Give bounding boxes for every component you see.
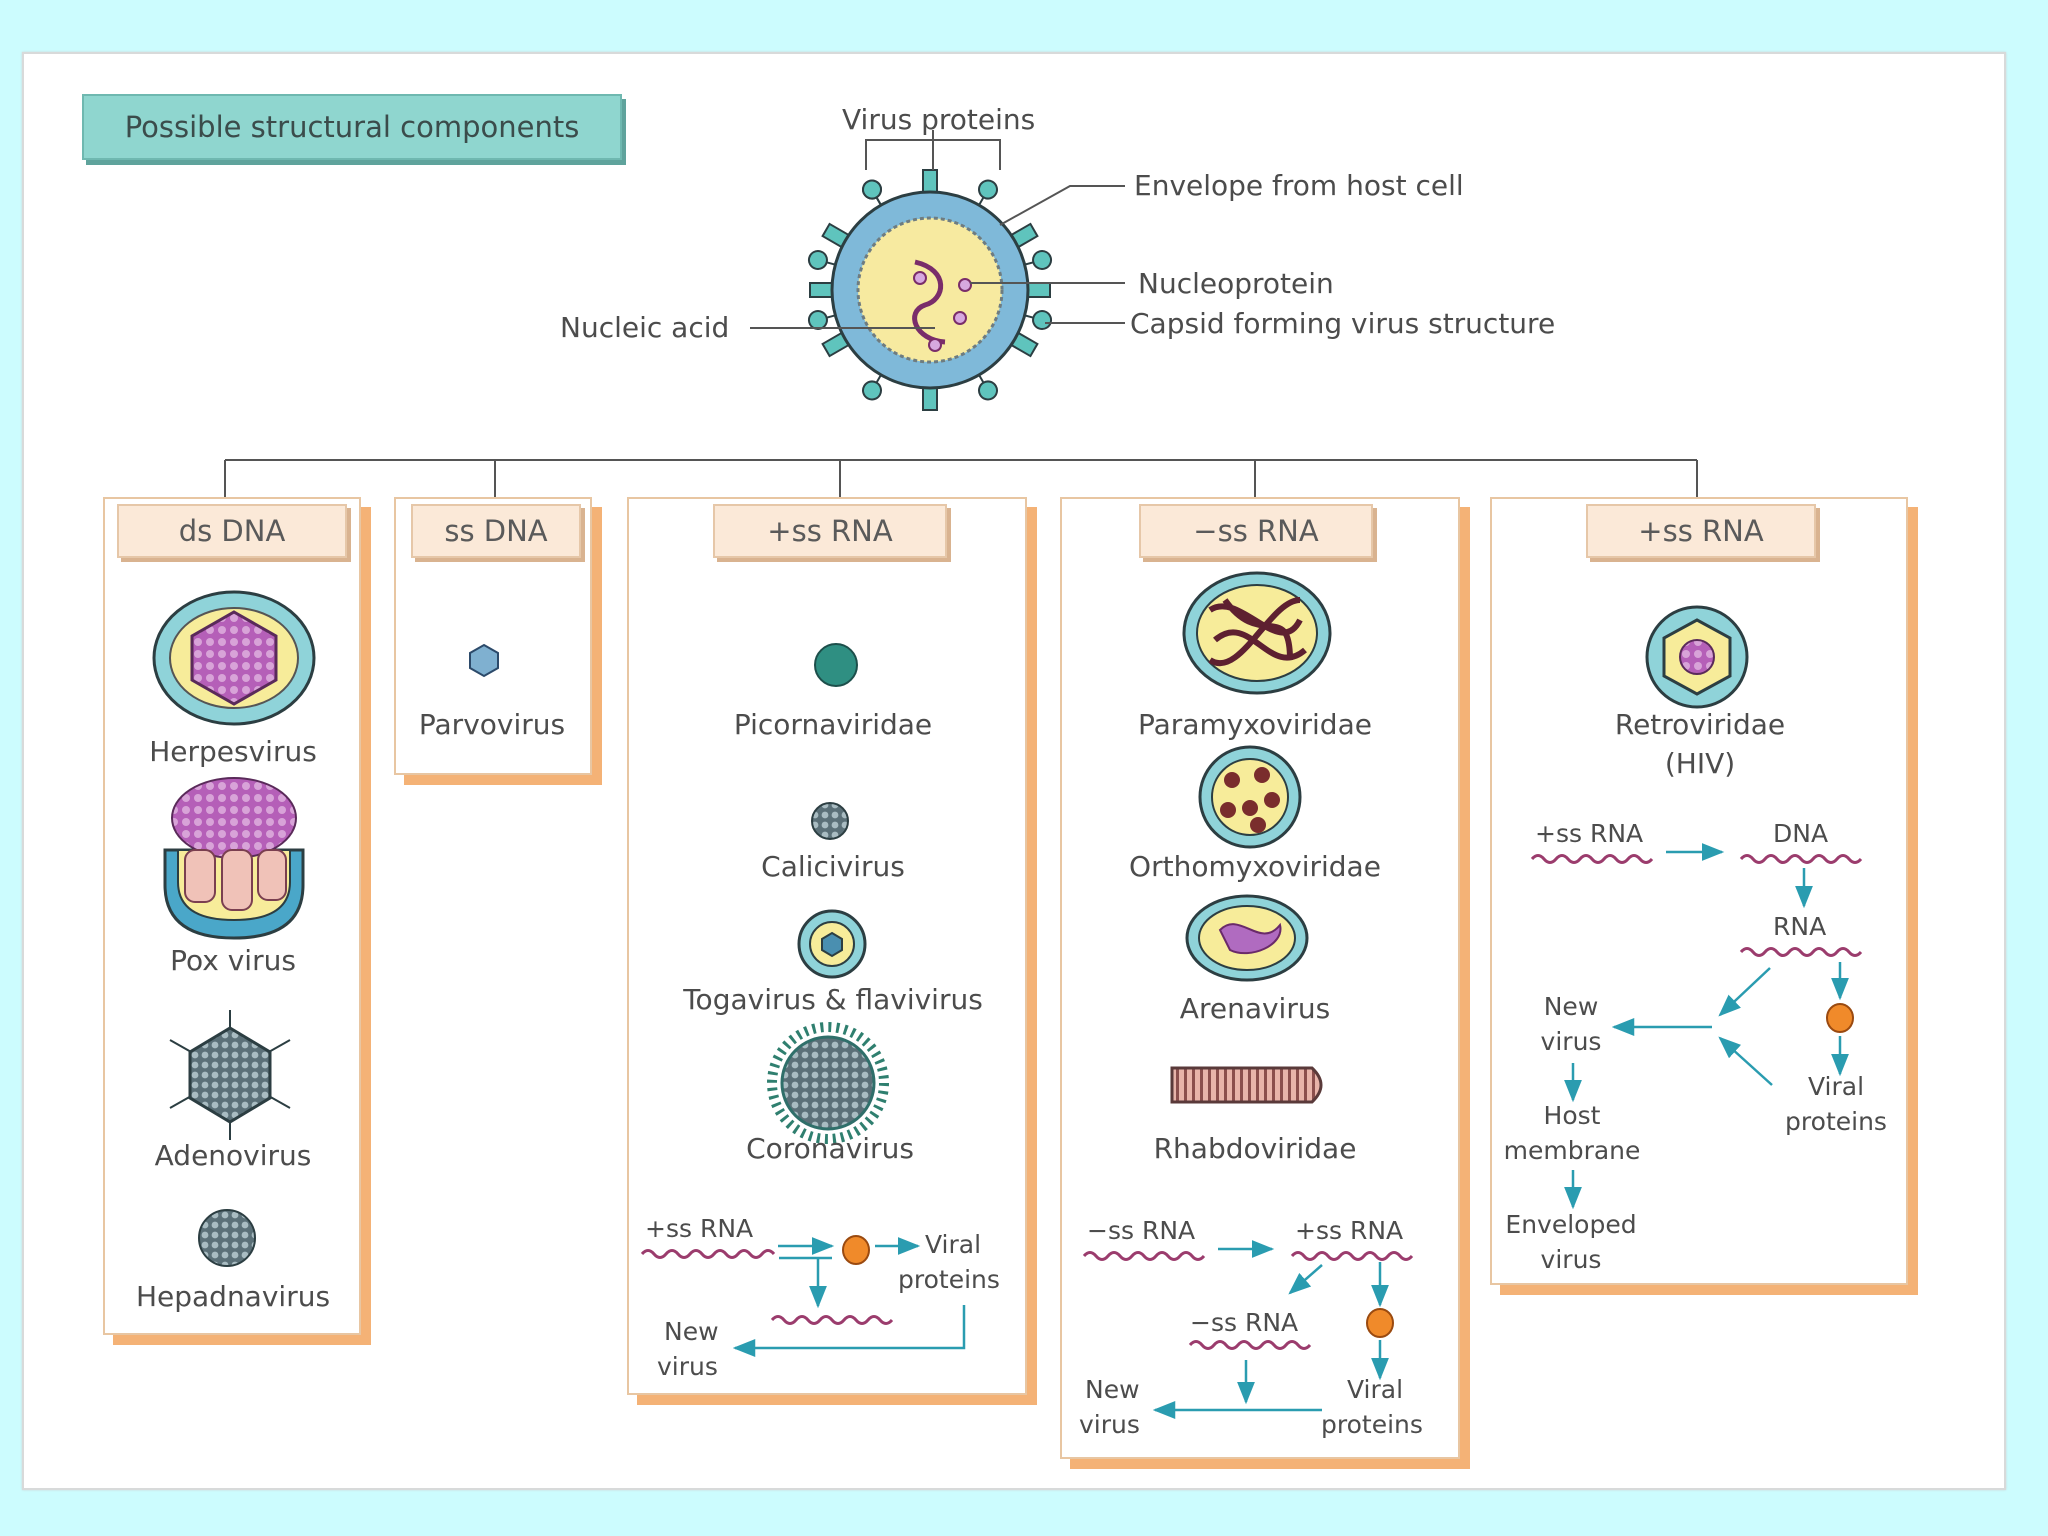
herpesvirus-icon xyxy=(152,590,316,726)
plus-rna-new-label-1: New xyxy=(664,1317,719,1346)
togavirus-icon xyxy=(797,909,867,979)
label-nucleic-acid: Nucleic acid xyxy=(560,311,730,344)
group-title-ss-dna: ss DNA xyxy=(411,504,581,558)
virion-illustration xyxy=(807,169,1053,411)
plus-rna-viral-label-1: Viral xyxy=(925,1230,982,1259)
virus-name-herpesvirus: Herpesvirus xyxy=(149,735,317,768)
group-title-minus-ss-rna: −ss RNA xyxy=(1139,504,1373,558)
plus-rna-viral-label-2: proteins xyxy=(898,1265,1000,1294)
retro-viral-label-1: Viral xyxy=(1807,1072,1865,1101)
figure-header: Possible structural components xyxy=(82,94,622,160)
group-title-retro: +ss RNA xyxy=(1586,504,1816,558)
virus-name-orthomyxoviridae: Orthomyxoviridae xyxy=(1129,850,1381,883)
minus-rna-viral-label-1: Viral xyxy=(1347,1375,1404,1404)
minus-rna-new-label-1: New xyxy=(1085,1375,1140,1404)
virion-leader-lines xyxy=(750,130,1125,329)
rhabdoviridae-icon xyxy=(1170,1066,1323,1104)
orthomyxoviridae-icon xyxy=(1198,745,1302,849)
paramyxoviridae-icon xyxy=(1182,571,1332,695)
minus-rna-new-label-2: virus xyxy=(1079,1410,1140,1439)
virus-name-rhabdoviridae: Rhabdoviridae xyxy=(1153,1132,1357,1165)
minus-rna-genome-label: −ss RNA xyxy=(1087,1216,1196,1245)
virus-name-calicivirus: Calicivirus xyxy=(761,850,905,883)
minus-rna-viral-label-2: proteins xyxy=(1321,1410,1423,1439)
arenavirus-icon xyxy=(1185,894,1309,982)
retro-new-label-1: New xyxy=(1543,992,1599,1021)
label-capsid: Capsid forming virus structure xyxy=(1130,307,1556,340)
virus-name-pox: Pox virus xyxy=(170,944,296,977)
retro-dna-label: DNA xyxy=(1773,819,1829,848)
label-virus-proteins: Virus proteins xyxy=(842,103,1036,136)
coronavirus-icon xyxy=(767,1022,889,1144)
retro-new-label-2: virus xyxy=(1540,1027,1602,1056)
label-nucleoprotein: Nucleoprotein xyxy=(1138,267,1334,300)
picornaviridae-icon xyxy=(814,643,858,687)
retroviridae-icon xyxy=(1645,605,1749,709)
virus-name-paramyxoviridae: Paramyxoviridae xyxy=(1138,708,1372,741)
minus-rna-progeny-label: −ss RNA xyxy=(1190,1308,1299,1337)
pox-virus-icon xyxy=(163,777,305,940)
tree-connectors xyxy=(224,459,1698,497)
adenovirus-icon xyxy=(169,1010,291,1140)
minus-rna-intermediate-label: +ss RNA xyxy=(1295,1216,1404,1245)
retro-enveloped-label-1: Enveloped xyxy=(1505,1210,1637,1239)
group-title-plus-ss-rna: +ss RNA xyxy=(713,504,947,558)
virus-name-picornaviridae: Picornaviridae xyxy=(733,708,933,741)
group-title-ds-dna: ds DNA xyxy=(117,504,347,558)
parvovirus-icon xyxy=(469,643,499,678)
virus-name-hiv: (HIV) xyxy=(1664,747,1736,780)
virus-name-retroviridae: Retroviridae xyxy=(1614,708,1786,741)
virus-name-togavirus: Togavirus & flavivirus xyxy=(683,983,983,1016)
hepadnavirus-icon xyxy=(198,1209,256,1267)
virus-name-coronavirus: Coronavirus xyxy=(746,1132,914,1165)
minus-ss-rna-replication xyxy=(1082,1240,1414,1419)
plus-ss-rna-replication xyxy=(640,1235,966,1357)
plus-rna-genome-label: +ss RNA xyxy=(645,1214,754,1243)
virus-name-adenovirus: Adenovirus xyxy=(154,1139,312,1172)
retro-enveloped-label-2: virus xyxy=(1540,1245,1602,1274)
label-envelope: Envelope from host cell xyxy=(1134,169,1464,202)
retro-host-label-2: membrane xyxy=(1503,1136,1641,1165)
virus-name-hepadnavirus: Hepadnavirus xyxy=(135,1280,331,1313)
retro-host-label-1: Host xyxy=(1543,1101,1601,1130)
calicivirus-icon xyxy=(811,802,849,840)
retro-replication xyxy=(1530,843,1863,1210)
retro-viral-label-2: proteins xyxy=(1785,1107,1887,1136)
virus-name-parvovirus: Parvovirus xyxy=(418,708,566,741)
virus-name-arenavirus: Arenavirus xyxy=(1179,992,1331,1025)
plus-rna-new-label-2: virus xyxy=(657,1352,718,1381)
retro-genome-label: +ss RNA xyxy=(1535,819,1644,848)
retro-rna-label: RNA xyxy=(1773,912,1827,941)
